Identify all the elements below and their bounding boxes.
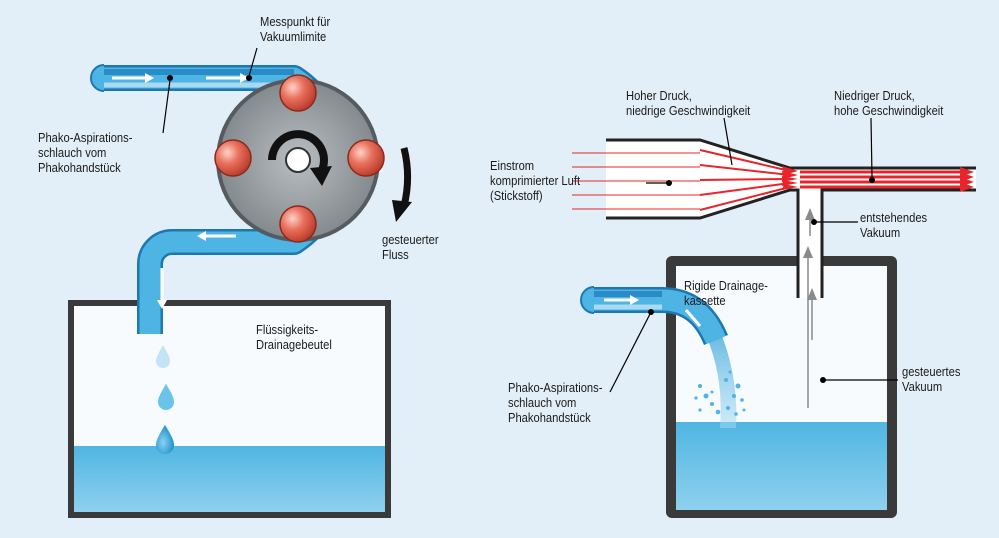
flow-direction-arrow-icon [604,295,702,327]
label-drain-bag: Flüssigkeits- Drainagebeutel [256,322,332,352]
peristaltic-pump [216,78,380,242]
splash-droplets [694,370,746,416]
label-rigid-cassette: Rigide Drainage- kassette [684,278,768,308]
controlled-flow-arrow-icon [392,147,412,222]
label-high-pressure: Hoher Druck, niedrige Geschwindigkeit [626,88,751,118]
high-speed-air-arrows [800,167,974,192]
label-controlled-flow: gesteuerter Fluss [382,232,439,262]
drain-fluid [74,446,385,512]
label-measure-point: Messpunkt für Vakuumlimite [260,14,331,44]
rigid-drainage-cassette [666,256,897,518]
venturi-nozzle [606,138,976,298]
aspiration-tube-right [580,286,737,428]
label-low-pressure: Niedriger Druck, hohe Geschwindigkeit [834,88,944,118]
rotation-arrow-icon [268,130,332,186]
compressed-air-arrows [572,149,798,211]
measure-dot [167,75,173,81]
label-resulting-vacuum: entstehendes Vakuum [860,210,928,240]
cassette-fluid [676,422,887,510]
measure-point-dot [246,75,252,81]
label-aspiration-tube-right: Phako-Aspirations- schlauch vom Phakohan… [508,380,603,425]
label-controlled-vacuum: gesteuertes Vakuum [902,364,961,394]
label-aspiration-tube-left: Phako-Aspirations- schlauch vom Phakohan… [38,130,133,175]
drainage-bag [68,300,391,518]
pump-rollers [214,74,385,243]
water-drop-icon [156,345,174,454]
vacuum-flow-arrows [803,208,817,408]
label-inflow: Einstrom komprimierter Luft (Stickstoff) [490,158,581,203]
